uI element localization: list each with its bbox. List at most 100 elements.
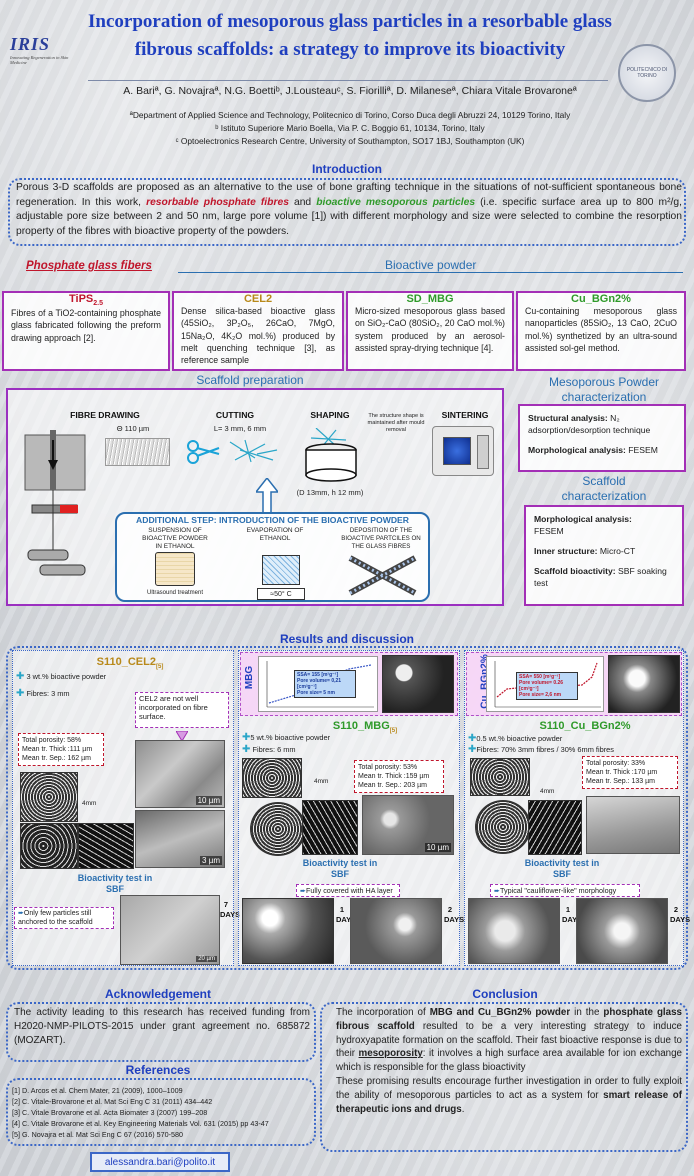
reference-item: [4] C. Vitale Brovarone et al. Key Engin…	[12, 1119, 269, 1128]
poster-title: Incorporation of mesoporous glass partic…	[70, 8, 630, 64]
p3-star-icon-2: ✚	[468, 744, 477, 755]
mp-char-title-1: Mesoporous Powder	[548, 375, 660, 389]
contact-email-link[interactable]: alessandra.bari@polito.it	[90, 1152, 230, 1172]
p2-day2-label: 2 DAYS	[444, 905, 465, 924]
p2-sbf-day2-image	[350, 898, 442, 964]
p2-microct-disk	[250, 802, 306, 856]
card-cel2: CEL2 Dense silica-based bioactive glass …	[172, 291, 344, 371]
step-fibre-drawing: FIBRE DRAWING	[70, 410, 140, 420]
sc-morph: Morphological analysis: FESEM	[534, 513, 674, 537]
p1-star-icon-2: ✚	[16, 688, 25, 699]
p3-isotherm-chart	[486, 656, 604, 712]
ultrasound-label: Ultrasound treatment	[146, 590, 204, 596]
p1-title-text: S110_CEL2	[96, 656, 156, 668]
sc-bio-value: SBF soaking test	[534, 566, 667, 588]
acknowledgement-title: Acknowledgement	[104, 987, 212, 1001]
bioactive-powder-title: Bioactive powder	[385, 258, 477, 272]
p1-scale-3: 3 µm	[200, 856, 222, 865]
title-line-2: fibrous scaffolds: a strategy to improve…	[134, 39, 566, 60]
p2-info-0: SSA= 155 [m²g⁻¹]	[297, 672, 339, 678]
p3-info-2: Pore size= 2,6 nm	[519, 692, 562, 698]
sc-morph-label: Morphological analysis:	[534, 514, 632, 524]
cutting-scissors-icon	[185, 436, 280, 466]
p3-day2-label: 2 DAYS	[670, 905, 691, 924]
intro-part-2: and	[288, 196, 317, 208]
p2-scale-10: 10 µm	[424, 843, 451, 852]
affiliation-a: ªDepartment of Applied Science and Techn…	[129, 110, 571, 120]
concl-t3: resulted to be a very interesting strate…	[336, 1020, 683, 1060]
p1-days-label: 7 DAYS	[220, 900, 241, 919]
p1-cel2-note: CEL2 are not well incorporated on fibre …	[135, 692, 229, 728]
p2-info-2: Pore size= 5 nm	[297, 690, 335, 696]
sintering-furnace-icon	[432, 426, 494, 476]
p2-sem-image: 10 µm	[362, 795, 454, 855]
p2-day1-label: 1 DAY	[336, 905, 352, 924]
p2-bio-title: Bioactivity test in SBF	[302, 858, 378, 879]
step-shaping: SHAPING	[310, 410, 350, 420]
mp-char-title-2: characterization	[561, 390, 647, 404]
step-sintering: SINTERING	[441, 410, 489, 420]
deposition-label: DEPOSITION OF THE BIOACTIVE PARTCILES ON…	[341, 527, 421, 550]
acknowledgement-box	[6, 1002, 316, 1062]
p2-porosity-0: Total porosity: 53%	[358, 764, 418, 771]
p1-sem-image-2: 3 µm	[135, 810, 225, 868]
p3-porosity-1: Mean tr. Thick :170 µm	[586, 769, 658, 776]
shaping-note: The structure shape is maintained after …	[367, 413, 425, 433]
reference-item: [5] G. Novajra et al. Mat Sci Eng C 67 (…	[12, 1130, 183, 1139]
reference-item: [1] D. Arcos et al. Chem Mater, 21 (2009…	[12, 1086, 183, 1095]
mp-char-box: Structural analysis: N₂ adsorption/desor…	[518, 404, 686, 472]
p2-chart-label: MBG	[244, 665, 256, 690]
p1-microct-image-2	[20, 823, 78, 869]
reference-item: [2] C. Vitale-Brovarone et al. Mat Sci E…	[12, 1097, 213, 1106]
introduction-title: Introduction	[312, 162, 382, 176]
p3-sbf-day2-image	[576, 898, 668, 964]
p3-microct-disk	[475, 800, 531, 854]
p2-sbf-day1-image	[242, 898, 334, 964]
p1-fibres: ✚ Fibres: 3 mm	[16, 688, 70, 699]
concl-t2: in the	[570, 1007, 604, 1018]
p1-bio-note-text: Only few particles still anchored to the…	[18, 910, 93, 926]
p3-bio-note: ➨Typical "cauliflower-like" morphology	[490, 884, 640, 897]
mp-structural: Structural analysis: N₂ adsorption/desor…	[528, 412, 676, 436]
p3-arrow-icon: ➨	[494, 886, 501, 895]
references-box	[6, 1078, 316, 1146]
p3-bio-note-text: Typical "cauliflower-like" morphology	[500, 886, 617, 895]
p1-porosity-box: Total porosity: 58% Mean tr. Thick :111 …	[18, 733, 104, 766]
p3-bio-title: Bioactivity test in SBF	[524, 858, 600, 879]
p2-porosity-1: Mean tr. Thick :159 µm	[358, 773, 430, 780]
sc-morph-value: FESEM	[534, 526, 564, 536]
results-box	[6, 646, 688, 970]
concl-b1: MBG and Cu_BGn2% powder	[429, 1007, 571, 1018]
up-arrow-icon	[254, 476, 280, 515]
card-cel2-title: CEL2	[243, 293, 273, 305]
p3-fibres: ✚Fibres: 70% 3mm fibres / 30% 6mm fibres	[468, 744, 614, 755]
tips-title-sub: 2.5	[93, 300, 103, 308]
p1-down-arrow-icon	[175, 728, 189, 742]
p2-fibres-text: Fibres: 6 mm	[252, 745, 296, 754]
seal-text: POLITECNICO DI TORINO	[626, 67, 668, 79]
p2-ref: [5]	[389, 728, 398, 735]
card-tips: TiPS2.5 Fibres of a TiO2-containing phos…	[2, 291, 170, 371]
p3-porosity-box: Total porosity: 33% Mean tr. Thick :170 …	[582, 756, 678, 789]
card-cubgn-body: Cu-containing mesoporous glass nanoparti…	[525, 306, 677, 353]
acknowledgement-text: The activity leading to this research ha…	[14, 1007, 310, 1046]
card-cubgn-title: Cu_BGn2%	[571, 293, 631, 305]
p1-star-icon-1: ✚	[16, 671, 25, 682]
p2-fibres: ✚ Fibres: 6 mm	[242, 744, 296, 755]
p1-porosity-1: Mean tr. Thick :111 µm	[22, 746, 93, 753]
mp-structural-value: N₂ adsorption/desorption technique	[528, 413, 651, 435]
references-list: [1] D. Arcos et al. Chem Mater, 21 (2009…	[12, 1085, 312, 1140]
cut-length: L= 3 mm, 6 mm	[213, 424, 267, 433]
p3-powder-sem	[608, 655, 680, 713]
tips-title-text: TiPS	[69, 293, 94, 305]
p1-sbf-image: 20 µm	[120, 895, 220, 965]
p3-info-box: SSA= 550 [m²g⁻¹] Pore volume= 0.26 [cm³g…	[516, 672, 578, 700]
p1-microct-image-3	[78, 823, 134, 869]
p2-porosity-box: Total porosity: 53% Mean tr. Thick :159 …	[354, 760, 444, 793]
p3-porosity-2: Mean tr. Sep.: 133 µm	[586, 778, 656, 785]
affiliation-b: ᵇ Istituto Superiore Mario Boella, Via P…	[215, 123, 485, 133]
fibre-diameter: Θ 110 µm	[116, 424, 150, 433]
p2-bio-note: ➨Fully covered with HA layer	[296, 884, 400, 897]
results-title: Results and discussion	[279, 632, 415, 646]
mp-structural-label: Structural analysis:	[528, 413, 608, 423]
